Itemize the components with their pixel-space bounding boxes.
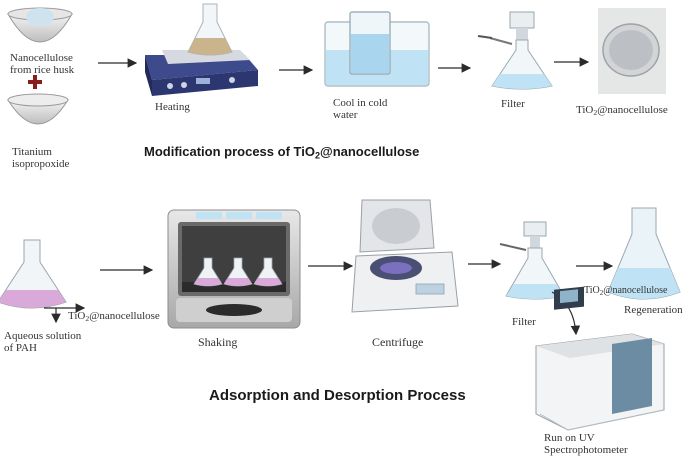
cool-label: Cool in cold water — [333, 97, 388, 121]
regeneration-flask-icon — [607, 207, 681, 300]
hot-plate-icon — [145, 50, 258, 96]
regeneration-label: Regeneration — [624, 304, 683, 316]
pah-flask-icon — [0, 239, 67, 309]
nanocellulose-label: Nanocellulose from rice husk — [10, 52, 75, 76]
cold-water-bath-icon — [324, 11, 430, 87]
filter-flask-icon — [477, 11, 553, 90]
shaker-flasks-icon — [193, 257, 283, 287]
shaking-label: Shaking — [198, 335, 238, 349]
tio2-label: TiO2@nanocellulose — [68, 310, 160, 323]
titanium-label: Titanium isopropoxide — [12, 146, 70, 170]
aqueous-label: Aqueous solution of PAH — [4, 330, 82, 354]
centrifuge-icon — [351, 199, 459, 313]
filter-flask-2-icon — [499, 221, 565, 300]
titanium-bowl-icon — [7, 93, 69, 125]
modification-title: Modification process of TiO2@nanocellulo… — [144, 144, 420, 161]
filter-label: Filter — [501, 98, 525, 110]
nanocellulose-bowl-icon — [7, 7, 73, 43]
plus-icon — [28, 75, 42, 89]
uv-label: Run on UV Spectrophotometer — [544, 432, 628, 456]
heating-flask-icon — [187, 3, 233, 56]
uv-spectrophotometer-icon — [535, 286, 665, 431]
petri-dish-photo — [598, 8, 666, 94]
heating-label: Heating — [155, 101, 190, 113]
tio2-label-2: TiO2@nanocellulose — [584, 285, 668, 297]
adsorption-title: Adsorption and Desorption Process — [209, 387, 466, 404]
centrifuge-label: Centrifuge — [372, 335, 424, 349]
filter-label-2: Filter — [512, 316, 536, 328]
product-label: TiO2@nanocellulose — [576, 104, 668, 117]
